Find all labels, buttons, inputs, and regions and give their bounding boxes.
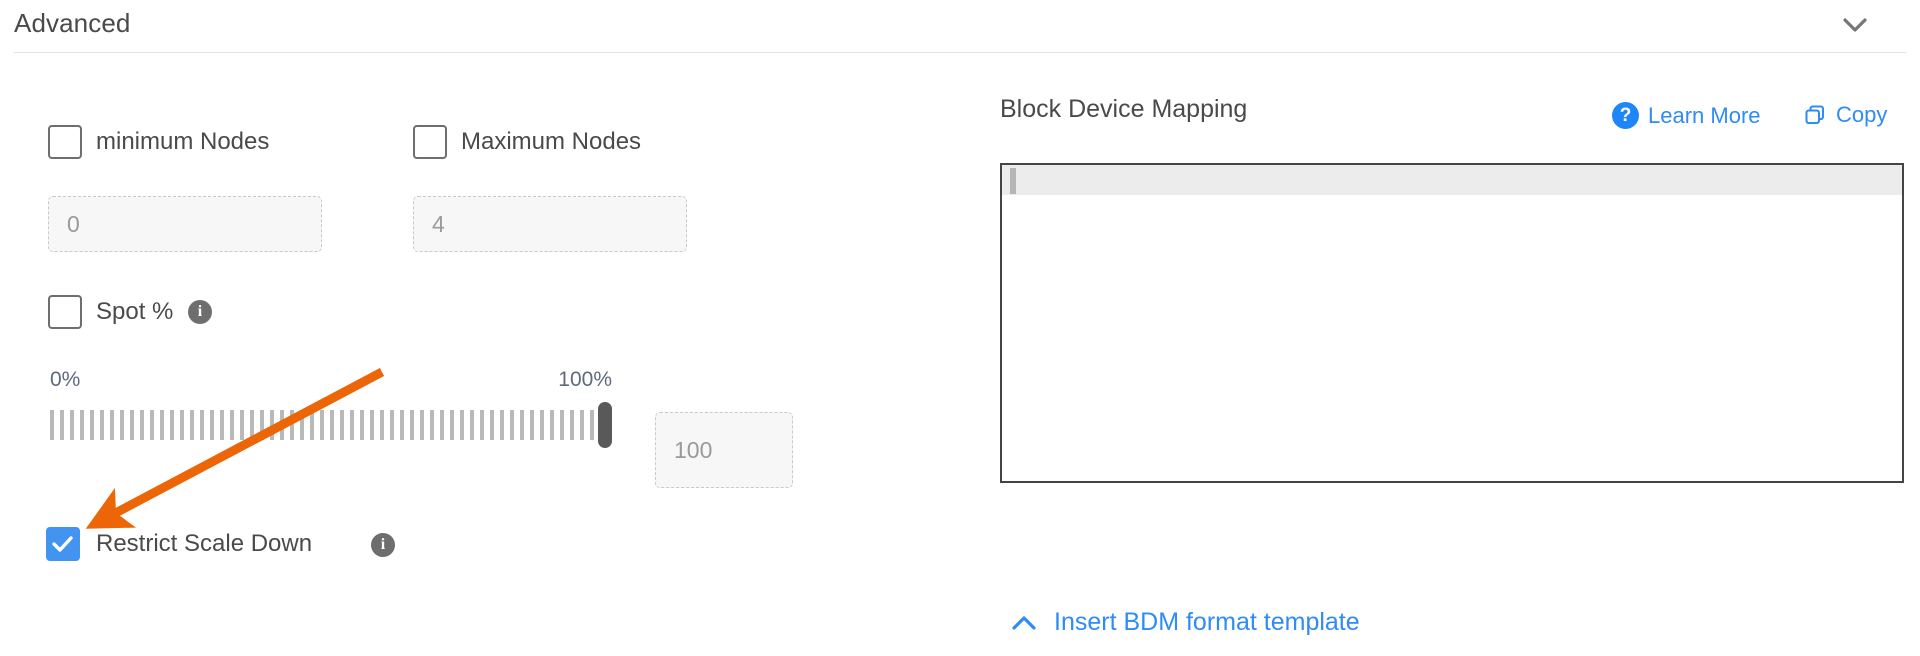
checkbox-spot-percent[interactable] [48, 295, 82, 329]
spot-percent-value-input[interactable] [655, 412, 793, 488]
advanced-section-header[interactable]: Advanced [0, 0, 1920, 53]
learn-more-label[interactable]: Learn More [1648, 102, 1761, 128]
label-maximum-nodes: Maximum Nodes [461, 128, 642, 155]
slider-thumb[interactable] [598, 402, 612, 448]
checkbox-minimum-nodes[interactable] [48, 125, 82, 159]
copy-icon[interactable] [1803, 103, 1827, 127]
insert-bdm-template-link[interactable]: Insert BDM format template [1010, 608, 1360, 637]
editor-active-line [1002, 165, 1902, 195]
copy-link[interactable]: Copy [1803, 102, 1887, 128]
info-icon-spot-percent[interactable]: i [188, 300, 212, 324]
learn-more-link[interactable]: ? Learn More [1612, 102, 1761, 129]
info-icon-restrict-scale-down[interactable]: i [371, 533, 395, 557]
maximum-nodes-input[interactable] [413, 196, 687, 252]
checkbox-restrict-scale-down[interactable] [46, 527, 80, 561]
editor-cursor [1010, 168, 1016, 194]
label-minimum-nodes: minimum Nodes [96, 128, 270, 155]
copy-label[interactable]: Copy [1836, 102, 1888, 127]
spot-percent-slider[interactable]: 0% 100% [50, 368, 618, 460]
slider-max-label: 100% [558, 368, 612, 391]
page-title: Advanced [14, 8, 131, 38]
slider-track[interactable] [50, 410, 606, 440]
block-device-mapping-title: Block Device Mapping [1000, 95, 1248, 123]
slider-min-label: 0% [50, 368, 81, 391]
block-device-mapping-editor[interactable] [1000, 163, 1904, 483]
label-restrict-scale-down: Restrict Scale Down [96, 530, 313, 557]
section-divider [14, 52, 1906, 53]
label-spot-percent: Spot % [96, 298, 174, 325]
insert-bdm-template-label[interactable]: Insert BDM format template [1054, 608, 1360, 636]
checkbox-maximum-nodes[interactable] [413, 125, 447, 159]
chevron-up-icon[interactable] [1010, 613, 1038, 633]
minimum-nodes-input[interactable] [48, 196, 322, 252]
chevron-down-icon[interactable] [1838, 10, 1872, 40]
question-mark-icon[interactable]: ? [1612, 102, 1639, 129]
